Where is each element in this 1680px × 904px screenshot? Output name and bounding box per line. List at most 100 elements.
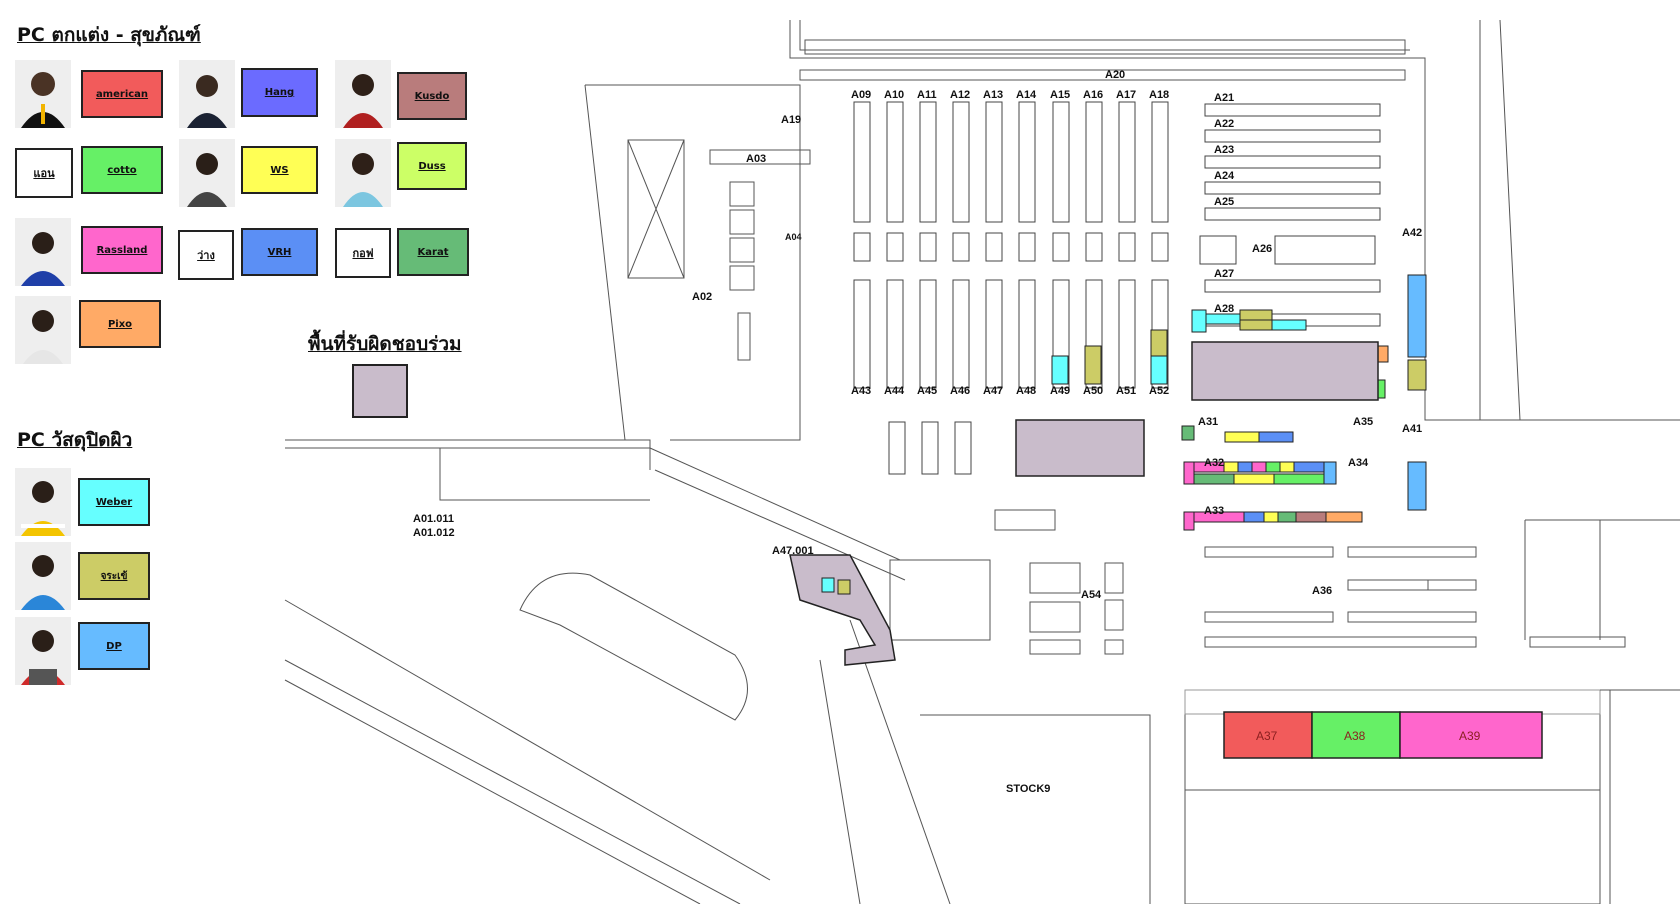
rack-short [921,421,939,475]
zone-label: A26 [1252,243,1272,255]
staff-photo [179,60,235,128]
rack-top [919,101,937,223]
brand-fixture [1273,473,1325,485]
brand-fixture [1150,355,1168,385]
zone-label: A50 [1083,385,1103,397]
rack-top [985,101,1003,223]
staff-photo [15,542,71,610]
staff-photo [15,60,71,128]
brand-fixture [1181,425,1195,441]
zone-label: A24 [1214,170,1235,182]
rack-bottom [1118,279,1136,389]
brand-fixture [1183,511,1195,531]
brand-fixture [1271,319,1307,331]
zone-label: A54 [1081,589,1102,601]
zone-label: A47 [983,385,1003,397]
shared-area-center [1015,419,1145,477]
rack-bottom [985,279,1003,389]
staff-photo [335,60,391,128]
zone-label: A28 [1214,303,1234,315]
rack-mid [1052,232,1070,262]
rack-top [1085,101,1103,223]
zone-label: A17 [1116,89,1136,101]
rack-top [853,101,871,223]
zone-label: A35 [1353,416,1373,428]
shelf-block [1274,235,1376,265]
rack-mid [1085,232,1103,262]
vacant-slot: ว่าง [178,230,234,280]
shelf-row [1204,155,1381,169]
brand-fixture [1051,355,1069,385]
zone-label: A36 [1312,585,1332,597]
brand-fixture [1325,511,1363,523]
zone-label: A18 [1149,89,1169,101]
staff-photo [15,468,71,536]
brand-fixture [1223,461,1239,473]
zone-label: A02 [692,291,712,303]
decor-group-title: PC ตกแต่ง - สุขภัณฑ์ [17,24,201,46]
shelf-row [1204,279,1381,293]
brand-fixture [1237,461,1253,473]
zone-label: A41 [1402,423,1422,435]
zone-label: A32 [1204,457,1224,469]
brand-fixture [1407,359,1427,391]
brand-fixture [1295,511,1327,523]
zone-label: A31 [1198,416,1218,428]
brand-fixture [1323,461,1337,485]
zone-label: A25 [1214,196,1234,208]
zone-label: A42 [1402,227,1422,239]
brand-fixture [1265,461,1281,473]
brand-fixture [1243,511,1265,523]
zone-a39 [1399,711,1543,759]
brand-fixture [1150,329,1168,357]
rack-bottom [952,279,970,389]
zone-label: A23 [1214,144,1234,156]
brand-fixture [1191,309,1207,333]
brand-rassland: Rassland [81,226,163,274]
brand-hang: Hang [241,68,318,117]
brand-fixture [1193,473,1235,485]
brand-pixo: Pixo [79,300,161,348]
zone-label: A52 [1149,385,1169,397]
brand-fixture [1407,461,1427,511]
rack-mid [1118,232,1136,262]
zone-label: A27 [1214,268,1234,280]
shelf-row [1204,129,1381,143]
shared-area-a47 [789,554,896,666]
shared-area-right [1191,341,1379,401]
rack-top [952,101,970,223]
brand-dp: DP [78,622,150,670]
zone-label: A43 [851,385,871,397]
brand-duss: Duss [397,142,467,190]
staff-photo [15,218,71,286]
shelf-row [1204,181,1381,195]
brand-cotto: cotto [81,146,163,194]
shelf-row [1204,207,1381,221]
rack-mid [952,232,970,262]
rack-mid [1151,232,1169,262]
zone-label: A12 [950,89,970,101]
brand-fixture [1233,473,1275,485]
brand-fixture [1407,274,1427,358]
zone-label: A47.001 [772,545,814,557]
brand-fixture [1277,511,1297,523]
brand-vrh: VRH [241,228,318,276]
rack-mid [853,232,871,262]
brand-fixture [1224,431,1260,443]
surface-group-title: PC วัสดุปิดผิว [17,429,133,451]
zone-label: A49 [1050,385,1070,397]
zone-label: A22 [1214,118,1234,130]
rack-mid [886,232,904,262]
brand-karat: Karat [397,228,469,276]
brand-fixture [1205,313,1241,325]
zone-label: STOCK9 [1006,783,1050,795]
staff-photo [335,139,391,207]
brand-american: american [81,70,163,118]
zone-label: A11 [917,89,937,101]
zone-label: A03 [746,153,766,165]
zone-label: A10 [884,89,904,101]
rack-mid [985,232,1003,262]
rack-bottom [1018,279,1036,389]
brand-fixture [1239,319,1273,331]
zone-a38 [1311,711,1401,759]
